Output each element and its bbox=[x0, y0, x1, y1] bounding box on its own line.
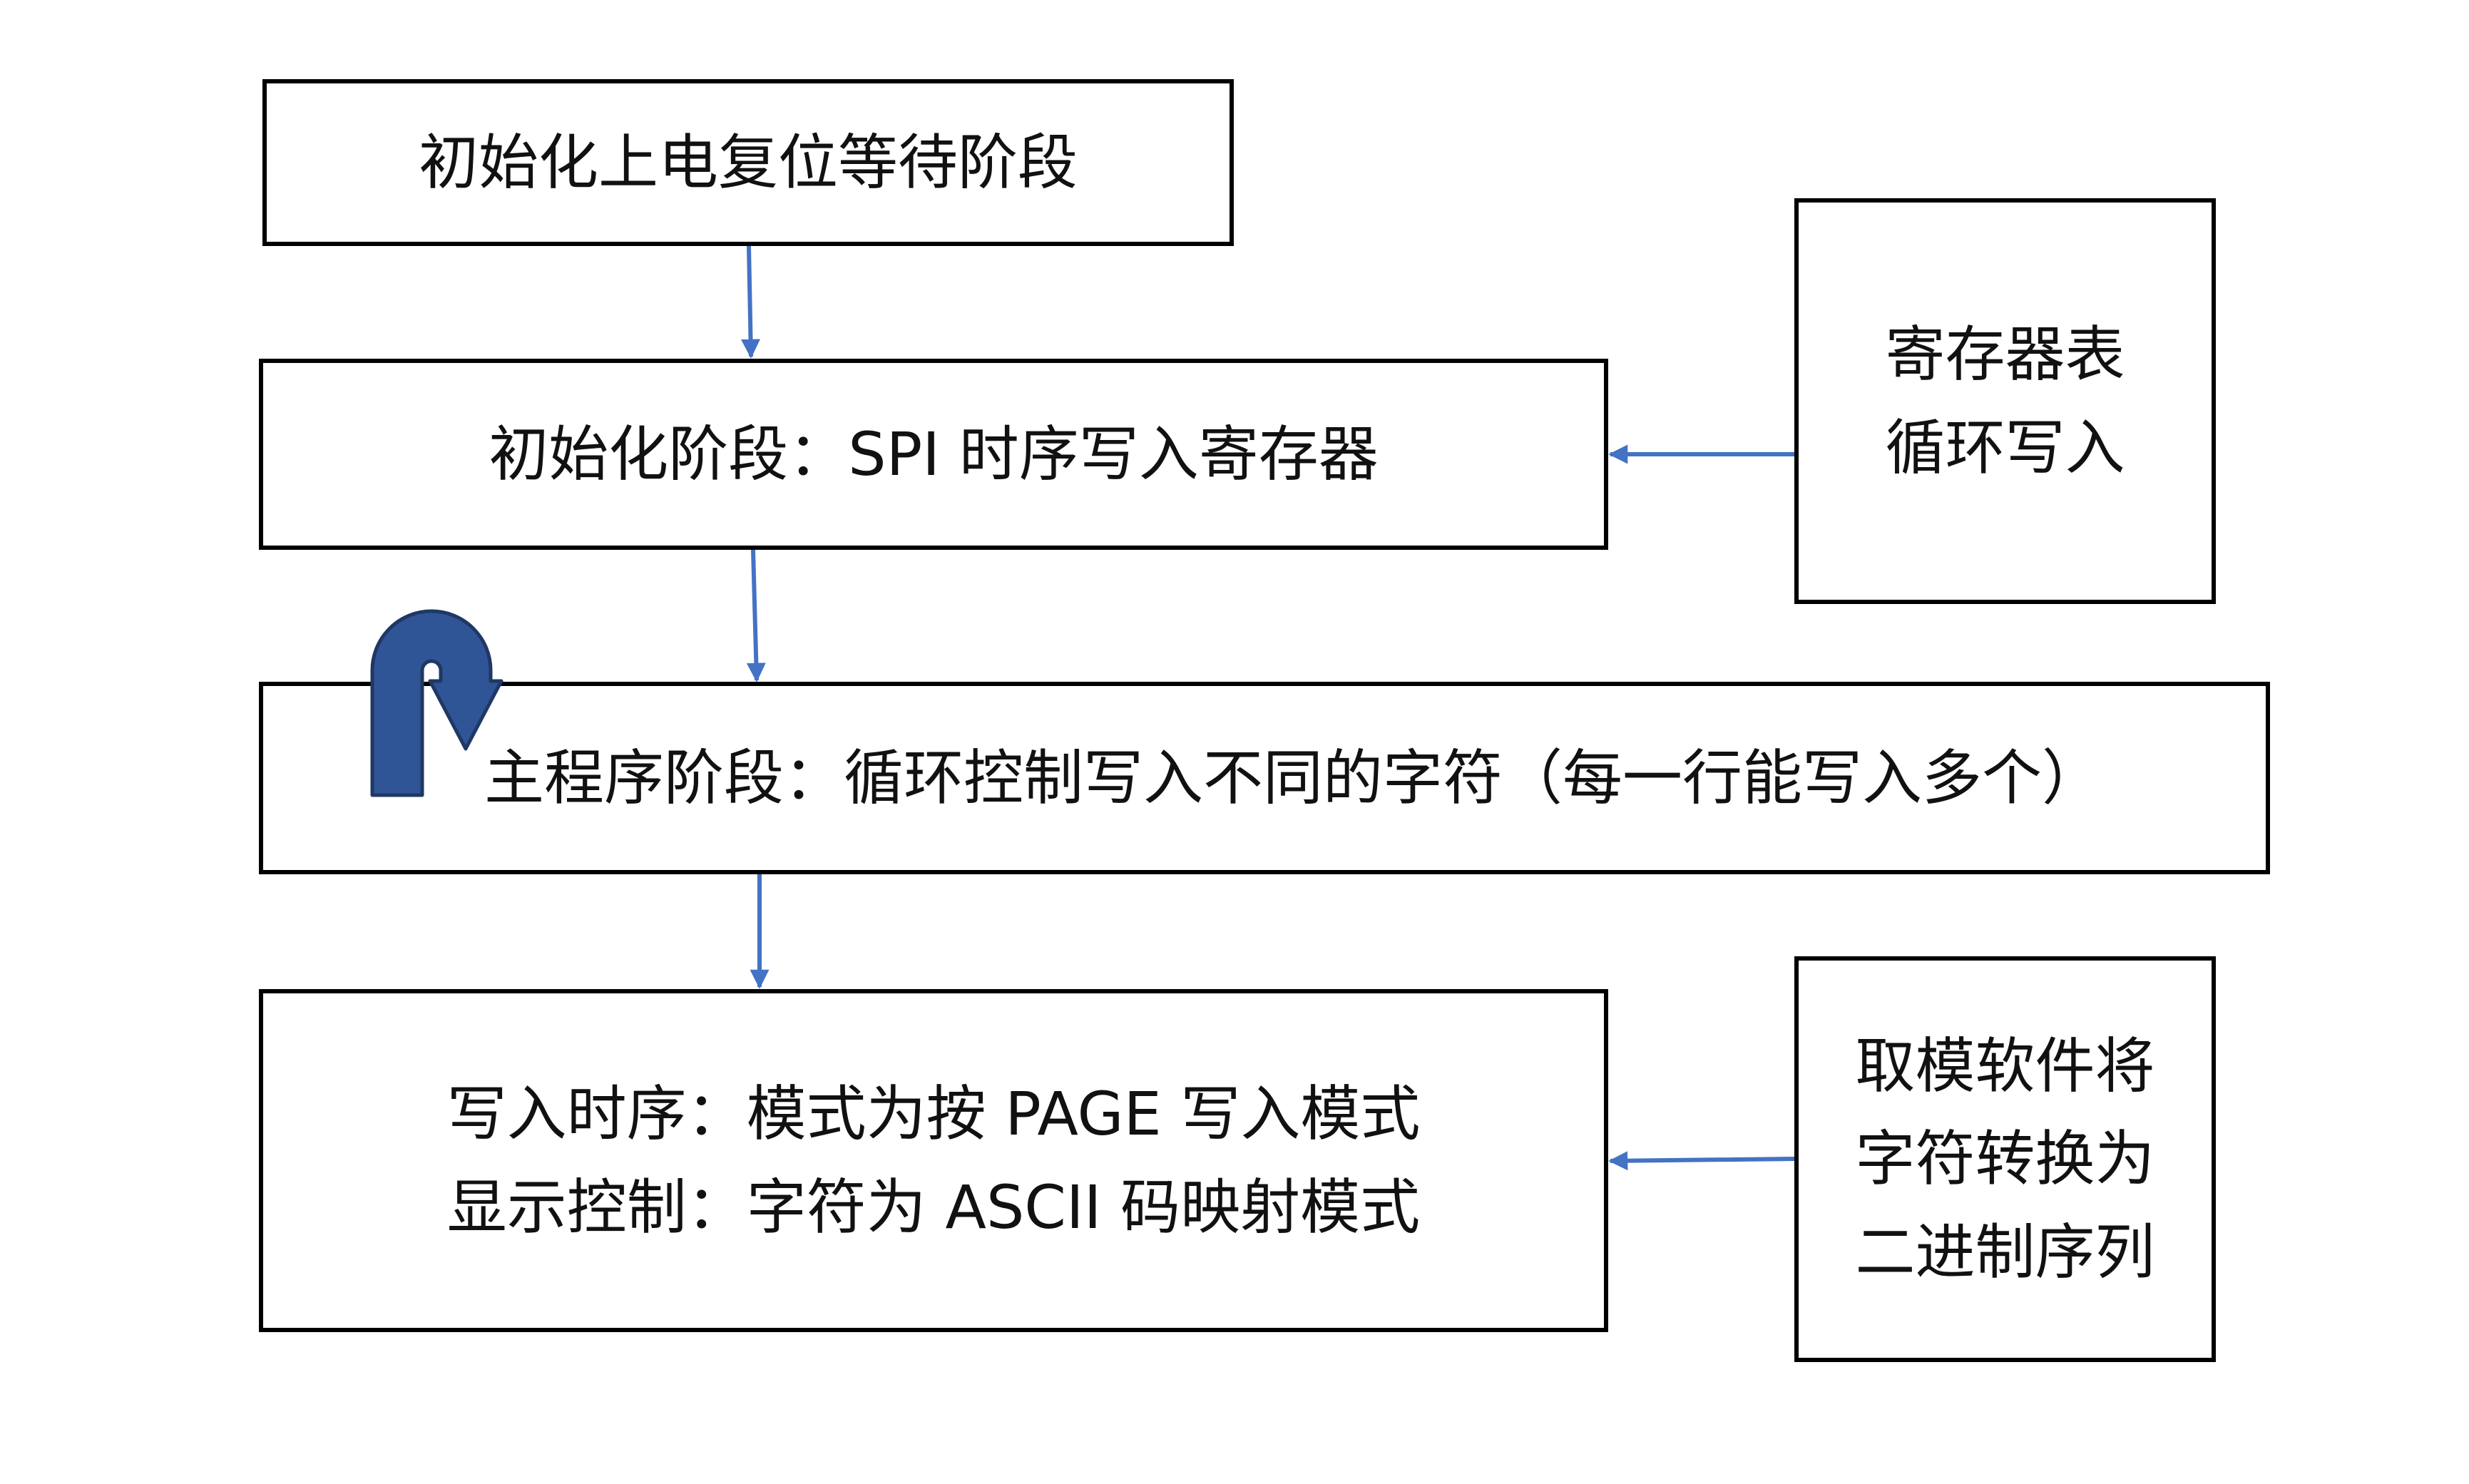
modulo-software-label-line-3: 二进制序列 bbox=[1855, 1217, 2155, 1287]
main-program-stage-label: 主程序阶段：循环控制写入不同的字符（每一行能写入多个） bbox=[484, 742, 2102, 813]
register-table-label-line-2: 循环写入 bbox=[1885, 412, 2125, 483]
arrow-init-spi-to-main-program bbox=[746, 549, 766, 682]
write-timing-box: 写入时序：模式为按 PAGE 写入模式 显示控制：字符为 ASCII 码映射模式 bbox=[259, 989, 1608, 1332]
init-spi-stage-box: 初始化阶段：SPI 时序写入寄存器 bbox=[259, 359, 1608, 550]
register-table-box: 寄存器表 循环写入 bbox=[1794, 198, 2216, 604]
register-table-label-line-1: 寄存器表 bbox=[1885, 319, 2125, 390]
modulo-software-box: 取模软件将 字符转换为 二进制序列 bbox=[1794, 956, 2216, 1362]
arrow-init-reset-to-init-spi bbox=[741, 245, 761, 359]
display-control-label: 显示控制：字符为 ASCII 码映射模式 bbox=[446, 1172, 1421, 1242]
modulo-software-label-line-2: 字符转换为 bbox=[1855, 1124, 2155, 1194]
init-reset-stage-label: 初始化上电复位等待阶段 bbox=[418, 127, 1078, 198]
arrow-modulo-software-to-write-timing bbox=[1608, 1151, 1795, 1171]
init-spi-stage-label: 初始化阶段：SPI 时序写入寄存器 bbox=[489, 419, 1379, 489]
init-reset-stage-box: 初始化上电复位等待阶段 bbox=[262, 79, 1234, 246]
main-program-stage-box: 主程序阶段：循环控制写入不同的字符（每一行能写入多个） bbox=[259, 682, 2270, 874]
modulo-software-label-line-1: 取模软件将 bbox=[1855, 1031, 2155, 1102]
write-timing-label: 写入时序：模式为按 PAGE 写入模式 bbox=[446, 1079, 1421, 1150]
